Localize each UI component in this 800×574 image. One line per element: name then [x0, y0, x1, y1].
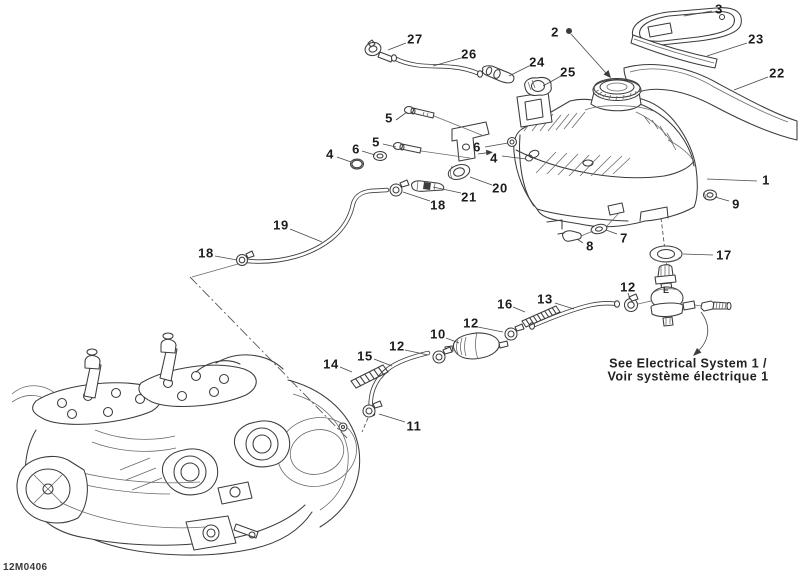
vent-fitting-part-27	[364, 39, 394, 63]
callout-1: 1	[762, 172, 770, 188]
inline-fitting-part-24	[481, 65, 515, 84]
callout-22: 22	[769, 65, 785, 81]
hidden-nut-arrow	[477, 149, 493, 156]
callout-13: 13	[537, 291, 553, 307]
fitting-part-8	[557, 230, 594, 242]
electrical-system-note: See Electrical System 1 / Voir système é…	[607, 356, 769, 383]
trim-strip-part-23	[630, 34, 718, 69]
protector-sleeve-part-14	[350, 364, 389, 389]
washer-part-6a	[372, 150, 388, 162]
callout-19: 19	[273, 217, 289, 233]
callout-10: 10	[430, 326, 446, 342]
note-line-fr: Voir système électrique 1	[607, 369, 769, 383]
projection-lines	[189, 217, 668, 439]
washer-part-7	[590, 211, 621, 235]
vent-hose-part-26	[390, 54, 484, 78]
grommet-part-25	[524, 76, 552, 97]
hose-clamp-part-18b	[235, 250, 255, 267]
bolt-part-5a	[403, 105, 485, 137]
hose-clamp-part-12b	[504, 323, 525, 341]
callout-8: 8	[586, 238, 594, 254]
callout-24: 24	[529, 54, 545, 70]
callout-20: 20	[492, 180, 508, 196]
callout-12b: 12	[463, 315, 479, 331]
callout-16: 16	[497, 296, 513, 312]
spring-part-16	[521, 305, 561, 328]
hose-clamp-part-12a	[623, 293, 639, 313]
nut-part-4a	[349, 158, 365, 170]
callout-12a: 12	[620, 279, 636, 295]
callout-9: 9	[732, 196, 740, 212]
oil-pump-assembly	[637, 264, 732, 327]
callout-18b: 18	[198, 245, 214, 261]
hose-clamp-part-11	[362, 400, 383, 418]
console-cap-part-3	[631, 7, 742, 46]
callout-12c: 12	[389, 338, 405, 354]
callout-27: 27	[407, 31, 423, 47]
engine-drawing	[11, 332, 361, 556]
electrical-system-arrow	[693, 311, 709, 356]
oil-supply-hose-part-19	[244, 187, 390, 264]
cap-arrow	[566, 28, 611, 78]
note-line-en: See Electrical System 1 /	[609, 356, 767, 371]
oil-tank-part-1	[506, 97, 698, 230]
tank-filler-neck	[584, 77, 654, 112]
sheet-code: 12M0406	[3, 562, 48, 573]
callout-17: 17	[716, 247, 732, 263]
callout-5b: 5	[372, 134, 380, 150]
callout-26: 26	[461, 46, 477, 62]
tank-mount-bracket	[451, 91, 553, 162]
bolt-part-5b	[392, 141, 471, 159]
callout-6b: 6	[473, 139, 481, 155]
callout-11: 11	[406, 418, 422, 434]
grommet-part-17	[649, 245, 683, 263]
callout-3: 3	[715, 1, 723, 17]
callout-5a: 5	[385, 110, 393, 126]
callout-23: 23	[748, 31, 764, 47]
callout-6a: 6	[352, 141, 360, 157]
callout-2: 2	[551, 24, 559, 40]
grommet-part-20	[447, 164, 471, 180]
hose-clamp-part-12c	[432, 346, 453, 364]
oil-filter-part-10	[444, 331, 509, 360]
callout-25: 25	[560, 64, 576, 80]
outlet-fitting-part-21	[411, 180, 445, 192]
nut-part-9	[702, 189, 718, 201]
callout-14: 14	[323, 356, 339, 372]
callout-4a: 4	[326, 146, 334, 162]
oil-hose-part-13	[528, 300, 621, 330]
callout-15: 15	[357, 348, 373, 364]
callout-21: 21	[461, 189, 477, 205]
callout-7: 7	[620, 230, 628, 246]
pump-marking-label: E	[662, 285, 670, 295]
leader-lines	[214, 10, 769, 423]
callout-18a: 18	[430, 197, 446, 213]
hose-clamp-part-18a	[389, 179, 410, 197]
callout-4b: 4	[490, 150, 498, 166]
